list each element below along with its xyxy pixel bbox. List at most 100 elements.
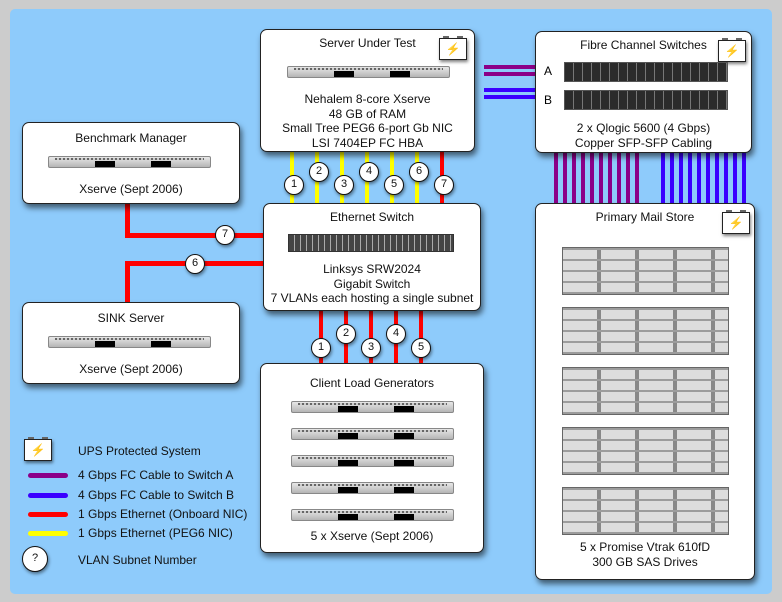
vlan-label: 4 bbox=[359, 162, 379, 182]
wire-fc-b-storage bbox=[679, 149, 683, 207]
wire-fc-b-storage bbox=[706, 149, 710, 207]
fc-switch-a-icon bbox=[564, 62, 728, 82]
legend-label: 1 Gbps Ethernet (PEG6 NIC) bbox=[78, 526, 233, 540]
wire-fc-a-storage bbox=[572, 149, 576, 207]
xserve-icon bbox=[287, 66, 450, 78]
legend-label: 1 Gbps Ethernet (Onboard NIC) bbox=[78, 507, 248, 521]
switch-a-label: A bbox=[544, 64, 553, 78]
wire-fc-a-storage bbox=[599, 149, 603, 207]
legend-swatch-onboard bbox=[28, 512, 68, 517]
spec-line: Linksys SRW2024 bbox=[323, 262, 421, 276]
xserve-icon bbox=[291, 455, 454, 467]
legend-swatch-fc-a bbox=[28, 473, 68, 478]
wire-fc-b-storage bbox=[670, 149, 674, 207]
sink-server-title: SINK Server bbox=[97, 311, 165, 325]
wire-fc-a-storage bbox=[554, 149, 558, 207]
wire-fc-a-storage bbox=[617, 149, 621, 207]
spec-line: Copper SFP-SFP Cabling bbox=[574, 135, 713, 150]
legend-label: VLAN Subnet Number bbox=[78, 553, 197, 567]
ethernet-switch-box[interactable]: Ethernet Switch Linksys SRW2024 Gigabit … bbox=[263, 203, 481, 311]
server-under-test-box[interactable]: Server Under Test ⚡ Nehalem 8-core Xserv… bbox=[260, 29, 475, 152]
ups-battery-icon: ⚡ bbox=[24, 437, 52, 461]
wire-fc-b-storage bbox=[733, 149, 737, 207]
sink-server-box[interactable]: SINK Server Xserve (Sept 2006) bbox=[22, 302, 240, 384]
fc-switches-specs: 2 x Qlogic 5600 (4 Gbps) Copper SFP-SFP … bbox=[536, 121, 751, 150]
client-load-generators-box[interactable]: Client Load Generators 5 x Xserve (Sept … bbox=[260, 363, 484, 553]
wire-fc-b-storage bbox=[742, 149, 746, 207]
xserve-icon bbox=[48, 336, 211, 348]
wire-benchmark-horizontal bbox=[125, 233, 265, 238]
vtrak-array-icon bbox=[562, 307, 729, 355]
wire-client-3 bbox=[369, 305, 373, 367]
benchmark-manager-model: Xserve (Sept 2006) bbox=[79, 182, 183, 196]
vlan-label: 4 bbox=[386, 324, 406, 344]
vlan-label: 2 bbox=[309, 162, 329, 182]
wire-fc-b-storage bbox=[724, 149, 728, 207]
spec-line: LSI 7404EP FC HBA bbox=[311, 135, 424, 150]
wire-fc-b-2 bbox=[484, 95, 536, 99]
benchmark-manager-title: Benchmark Manager bbox=[75, 131, 187, 145]
vlan-label: 1 bbox=[284, 175, 304, 195]
ethernet-switch-specs: Linksys SRW2024 Gigabit Switch 7 VLANs e… bbox=[264, 262, 480, 306]
xserve-icon bbox=[291, 482, 454, 494]
wire-fc-b-storage bbox=[688, 149, 692, 207]
xserve-icon bbox=[291, 428, 454, 440]
vlan-label: 3 bbox=[334, 175, 354, 195]
sink-server-model: Xserve (Sept 2006) bbox=[79, 362, 183, 376]
client-load-generators-title: Client Load Generators bbox=[309, 376, 435, 390]
vtrak-array-icon bbox=[562, 487, 729, 535]
switch-b-label: B bbox=[544, 93, 553, 107]
fc-switches-title: Fibre Channel Switches bbox=[580, 38, 707, 52]
spec-line: 2 x Qlogic 5600 (4 Gbps) bbox=[576, 121, 711, 135]
vtrak-array-icon bbox=[562, 427, 729, 475]
spec-line: 300 GB SAS Drives bbox=[592, 554, 698, 569]
wire-fc-a-storage bbox=[608, 149, 612, 207]
xserve-icon bbox=[291, 401, 454, 413]
vlan-label-sink: 6 bbox=[185, 254, 205, 274]
vtrak-array-icon bbox=[562, 367, 729, 415]
ethernet-switch-title: Ethernet Switch bbox=[329, 210, 415, 224]
ethernet-switch-icon bbox=[288, 234, 454, 252]
fc-switch-b-icon bbox=[564, 90, 728, 110]
vlan-label: 3 bbox=[361, 338, 381, 358]
spec-line: 48 GB of RAM bbox=[328, 106, 407, 121]
vlan-label-benchmark: 7 bbox=[215, 225, 235, 245]
wire-fc-a-storage bbox=[635, 149, 639, 207]
vlan-label: 5 bbox=[411, 338, 431, 358]
wire-client-5 bbox=[419, 305, 423, 367]
wire-fc-a-storage bbox=[581, 149, 585, 207]
vlan-label: 7 bbox=[434, 175, 454, 195]
ups-battery-icon: ⚡ bbox=[722, 210, 750, 234]
primary-mail-store-title: Primary Mail Store bbox=[595, 210, 695, 224]
wire-fc-a-1 bbox=[484, 65, 536, 69]
legend-label: 4 Gbps FC Cable to Switch B bbox=[78, 488, 235, 502]
benchmark-manager-box[interactable]: Benchmark Manager Xserve (Sept 2006) bbox=[22, 122, 240, 204]
spec-line: Gigabit Switch bbox=[333, 276, 411, 291]
primary-mail-store-box[interactable]: Primary Mail Store ⚡ 5 x Promise Vtrak 6… bbox=[535, 203, 755, 580]
wire-fc-a-storage bbox=[590, 149, 594, 207]
vlan-label: 5 bbox=[384, 175, 404, 195]
server-under-test-title: Server Under Test bbox=[319, 36, 416, 50]
spec-line: 7 VLANs each hosting a single subnet bbox=[270, 291, 474, 305]
vtrak-array-icon bbox=[562, 247, 729, 295]
diagram-canvas: Server Under Test ⚡ Nehalem 8-core Xserv… bbox=[10, 9, 772, 594]
wire-fc-b-storage bbox=[715, 149, 719, 207]
wire-fc-a-2 bbox=[484, 72, 536, 76]
wire-client-1 bbox=[319, 305, 323, 367]
server-under-test-specs: Nehalem 8-core Xserve 48 GB of RAM Small… bbox=[261, 92, 474, 150]
fibre-channel-switches-box[interactable]: Fibre Channel Switches ⚡ A B 2 x Qlogic … bbox=[535, 31, 752, 153]
vlan-label: 1 bbox=[311, 338, 331, 358]
spec-line: 5 x Promise Vtrak 610fD bbox=[579, 540, 711, 554]
wire-fc-b-1 bbox=[484, 88, 536, 92]
legend-swatch-peg6 bbox=[28, 531, 68, 536]
primary-mail-store-specs: 5 x Promise Vtrak 610fD 300 GB SAS Drive… bbox=[536, 540, 754, 569]
wire-fc-b-storage bbox=[697, 149, 701, 207]
ups-battery-icon: ⚡ bbox=[718, 38, 746, 62]
legend-swatch-fc-b bbox=[28, 493, 68, 498]
xserve-icon bbox=[291, 509, 454, 521]
vlan-label: 6 bbox=[409, 162, 429, 182]
xserve-icon bbox=[48, 156, 211, 168]
ups-battery-icon: ⚡ bbox=[439, 36, 467, 60]
wire-fc-b-storage bbox=[661, 149, 665, 207]
vlan-circle-icon: ? bbox=[22, 546, 48, 572]
